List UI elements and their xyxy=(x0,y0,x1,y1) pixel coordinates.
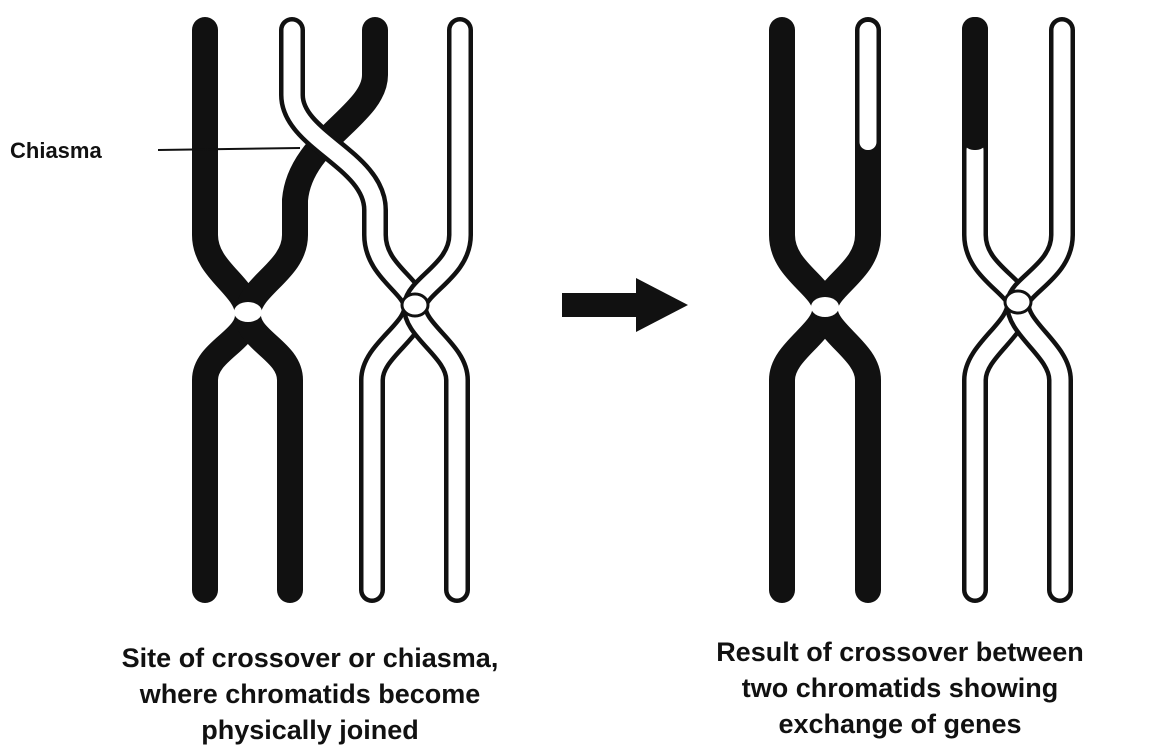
caption-line: two chromatids showing xyxy=(640,670,1160,706)
crossover-site-caption: Site of crossover or chiasma, where chro… xyxy=(40,640,580,748)
dark-centromere xyxy=(234,302,262,322)
result-white-chromatid-left-fill xyxy=(975,150,1018,590)
caption-line: Site of crossover or chiasma, xyxy=(40,640,580,676)
result-dark-chromosome xyxy=(782,22,877,590)
caption-line: physically joined xyxy=(40,712,580,748)
caption-line: where chromatids become xyxy=(40,676,580,712)
chiasma-label: Chiasma xyxy=(10,138,102,163)
exchanged-white-segment xyxy=(860,22,877,150)
result-dark-centromere xyxy=(811,297,839,317)
crossover-result-panel xyxy=(782,17,1062,590)
caption-line: Result of crossover between xyxy=(640,634,1160,670)
result-arrow xyxy=(562,278,688,332)
result-white-chromosome xyxy=(962,17,1062,590)
caption-line: exchange of genes xyxy=(640,706,1160,742)
chiasma-leader-line xyxy=(158,148,300,150)
white-centromere xyxy=(402,294,428,316)
exchanged-dark-segment xyxy=(962,17,988,150)
result-white-centromere xyxy=(1005,291,1031,313)
white-chromosome xyxy=(292,30,460,590)
crossover-result-caption: Result of crossover between two chromati… xyxy=(640,634,1160,742)
crossover-site-panel: Chiasma xyxy=(10,30,460,590)
